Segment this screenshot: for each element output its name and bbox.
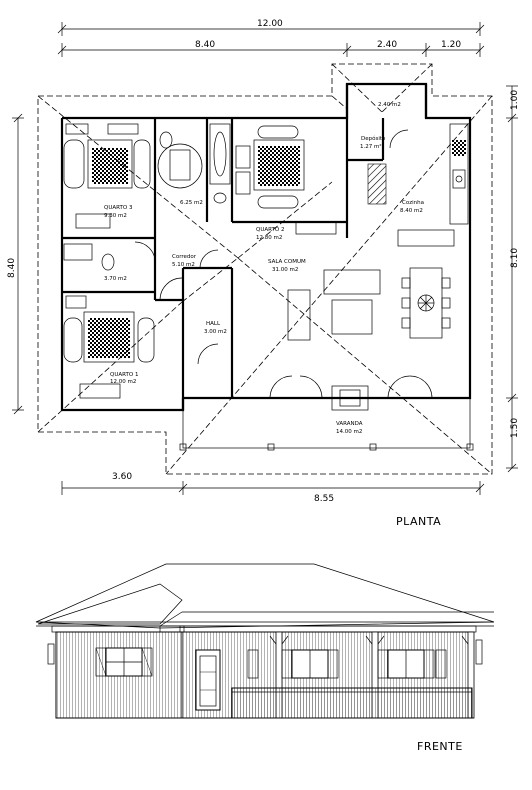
room-cozinha-area: 8.40 m2 <box>400 208 423 214</box>
dimension-labels: 12.00 8.40 2.40 1.20 8.40 1.00 8.10 1.50… <box>7 19 520 504</box>
room-deposito-area: 1.27 m² <box>360 143 382 150</box>
room-labels: QUARTO 3 9.30 m2 6.25 m2 QUARTO 2 12.80 … <box>104 102 424 435</box>
dim-total-width: 12.00 <box>257 19 283 29</box>
dim-right-span: 1.20 <box>441 40 461 50</box>
room-sala-area: 31.00 m2 <box>272 267 298 273</box>
room-varanda-area: 14.00 m2 <box>336 429 362 435</box>
room-quarto1-name: QUARTO 1 <box>110 372 138 378</box>
dimension-lines <box>12 22 518 495</box>
room-hall-name: HALL <box>206 321 221 327</box>
room-cozinha-name: Cozinha <box>402 200 424 206</box>
furniture <box>63 123 469 411</box>
dim-bottom-left: 3.60 <box>112 472 132 482</box>
dim-right-top: 1.00 <box>510 90 520 110</box>
room-varanda-name: VARANDA <box>336 421 363 427</box>
front-title: FRENTE <box>417 740 463 753</box>
room-quarto3-area: 9.30 m2 <box>104 213 127 219</box>
room-sala-name: SALA COMUM <box>268 259 306 265</box>
dim-left-height: 8.40 <box>7 258 17 278</box>
room-corredor-area: 5.10 m2 <box>172 262 195 268</box>
dim-bottom-right: 8.55 <box>314 494 334 504</box>
room-deposito-name: Depósito <box>361 135 386 142</box>
dim-right-mid: 8.10 <box>510 248 520 268</box>
plan-title: PLANTA <box>396 515 441 528</box>
roof-outline <box>37 63 493 475</box>
room-bath2-area: 3.70 m2 <box>104 276 127 282</box>
room-corredor-name: Corredor <box>172 254 197 260</box>
room-quarto1-area: 12.00 m2 <box>110 379 136 385</box>
walls <box>60 82 472 412</box>
room-hall-area: 3.00 m2 <box>204 329 227 335</box>
room-porch-area: 2.40 m2 <box>378 102 401 108</box>
dim-right-bottom: 1.50 <box>510 418 520 438</box>
room-quarto2-area: 12.80 m2 <box>256 235 282 241</box>
varanda-outline <box>179 397 474 451</box>
room-quarto2-name: QUARTO 2 <box>256 227 284 233</box>
dim-left-span: 8.40 <box>195 40 215 50</box>
front-elevation <box>35 563 495 719</box>
dim-mid-span: 2.40 <box>377 40 397 50</box>
room-quarto3-name: QUARTO 3 <box>104 205 133 211</box>
room-bath-top-area: 6.25 m2 <box>180 200 203 206</box>
